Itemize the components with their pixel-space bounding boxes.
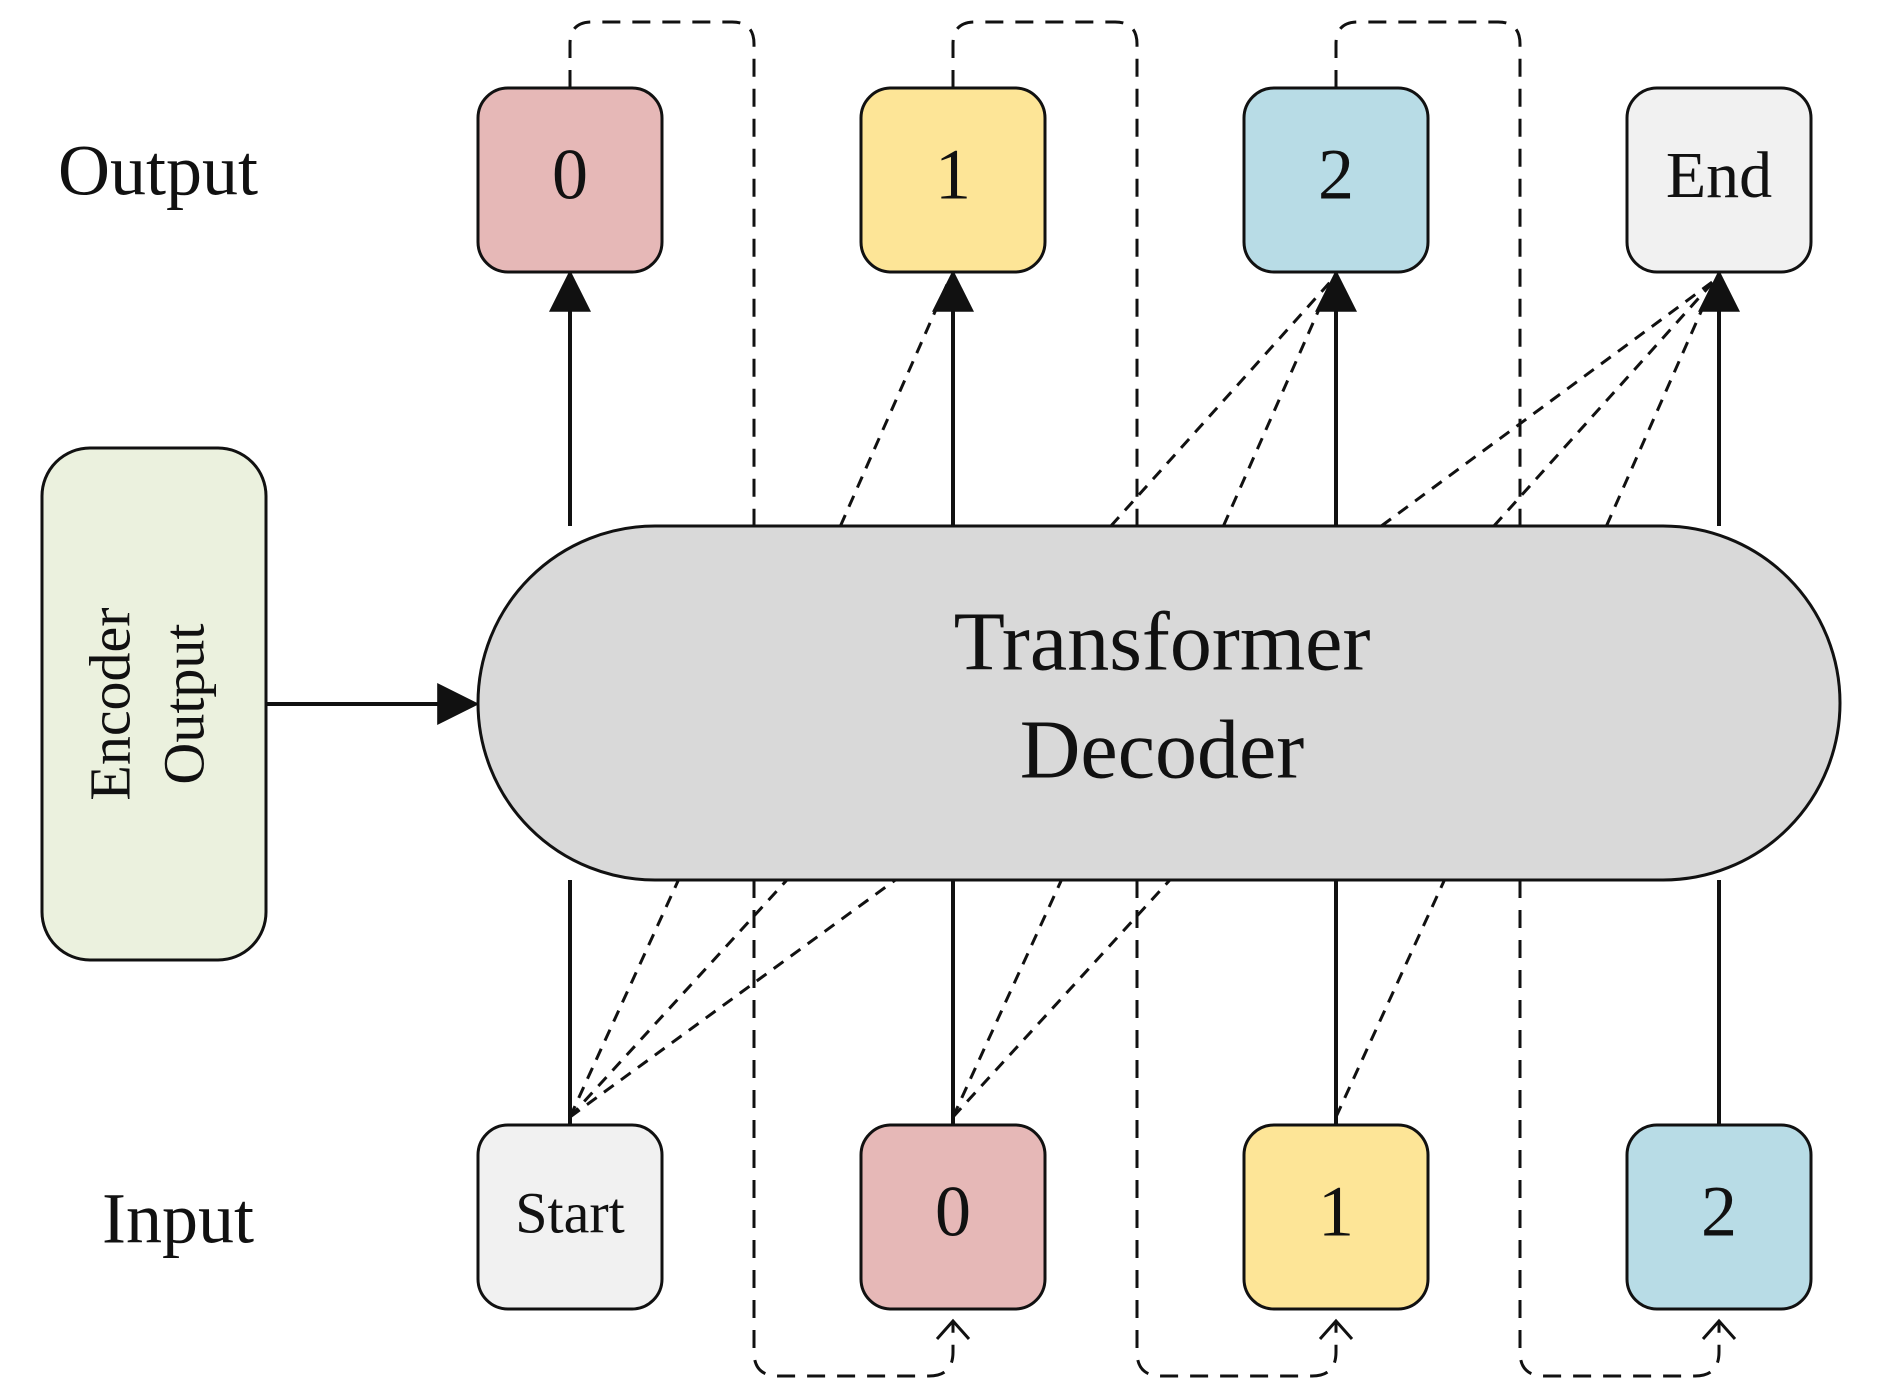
decoder-label-line2: Decoder bbox=[1020, 703, 1305, 796]
solid-lines bbox=[549, 269, 1740, 1125]
output-token-1: 1 bbox=[859, 86, 1047, 274]
attention-line-lower-1-3 bbox=[951, 878, 1172, 1119]
attention-line-upper-2-3 bbox=[1605, 279, 1717, 527]
attention-lines bbox=[568, 278, 1717, 1119]
output-token-label-0: 0 bbox=[552, 135, 588, 215]
feedback-loops bbox=[568, 20, 1737, 1378]
input-token-3: 2 bbox=[1625, 1123, 1813, 1311]
feedback-chevron-2 bbox=[1701, 1318, 1737, 1340]
feedback-loop-2 bbox=[1334, 20, 1721, 1378]
output-token-3: End bbox=[1625, 86, 1813, 274]
transformer-decoder-block: Transformer Decoder bbox=[476, 524, 1842, 882]
input-token-label-3: 2 bbox=[1701, 1172, 1737, 1252]
output-token-box-2 bbox=[1242, 86, 1430, 274]
output-token-box-0 bbox=[476, 86, 664, 274]
input-token-box-0 bbox=[476, 1123, 664, 1311]
input-tokens: Start 0 1 2 bbox=[476, 1123, 1813, 1311]
feedback-chevron-1 bbox=[1318, 1318, 1354, 1340]
attention-line-lower-0-1 bbox=[568, 879, 680, 1118]
attention-line-upper-1-2 bbox=[1222, 279, 1334, 527]
input-token-1: 0 bbox=[859, 1123, 1047, 1311]
feedback-chevron-0 bbox=[935, 1318, 971, 1340]
attention-line-upper-0-3 bbox=[1380, 278, 1716, 528]
encoder-output-block: Encoder Output bbox=[40, 446, 268, 962]
attention-line-lower-0-2 bbox=[568, 878, 789, 1119]
encoder-label-line1: Encoder bbox=[77, 607, 142, 800]
decoder-label-line1: Transformer bbox=[954, 595, 1371, 688]
output-token-box-3 bbox=[1625, 86, 1813, 274]
attention-line-upper-0-2 bbox=[1109, 278, 1334, 528]
output-token-label-2: 2 bbox=[1318, 135, 1354, 215]
output-tokens: 0 1 2 End bbox=[476, 86, 1813, 274]
attention-line-upper-0-1 bbox=[839, 279, 951, 527]
input-token-label-1: 0 bbox=[935, 1172, 971, 1252]
output-token-label-1: 1 bbox=[935, 135, 971, 215]
output-row-label: Output bbox=[58, 131, 258, 211]
output-token-label-3: End bbox=[1666, 139, 1772, 212]
output-token-box-1 bbox=[859, 86, 1047, 274]
attention-line-upper-1-3 bbox=[1492, 278, 1717, 528]
output-token-0: 0 bbox=[476, 86, 664, 274]
attention-line-lower-2-3 bbox=[1334, 879, 1446, 1118]
input-token-box-3 bbox=[1625, 1123, 1813, 1311]
output-token-2: 2 bbox=[1242, 86, 1430, 274]
input-token-0: Start bbox=[476, 1123, 664, 1311]
input-token-label-0: Start bbox=[515, 1180, 625, 1245]
encoder-label-line2: Output bbox=[151, 623, 216, 784]
attention-line-lower-0-3 bbox=[569, 878, 897, 1119]
input-token-box-1 bbox=[859, 1123, 1047, 1311]
feedback-loop-0 bbox=[568, 20, 955, 1378]
input-token-box-2 bbox=[1242, 1123, 1430, 1311]
input-row-label: Input bbox=[102, 1179, 254, 1259]
input-token-label-2: 1 bbox=[1318, 1172, 1354, 1252]
attention-line-lower-1-2 bbox=[951, 879, 1063, 1118]
feedback-loop-1 bbox=[951, 20, 1338, 1378]
transformer-decoder-box bbox=[476, 524, 1842, 882]
input-token-2: 1 bbox=[1242, 1123, 1430, 1311]
